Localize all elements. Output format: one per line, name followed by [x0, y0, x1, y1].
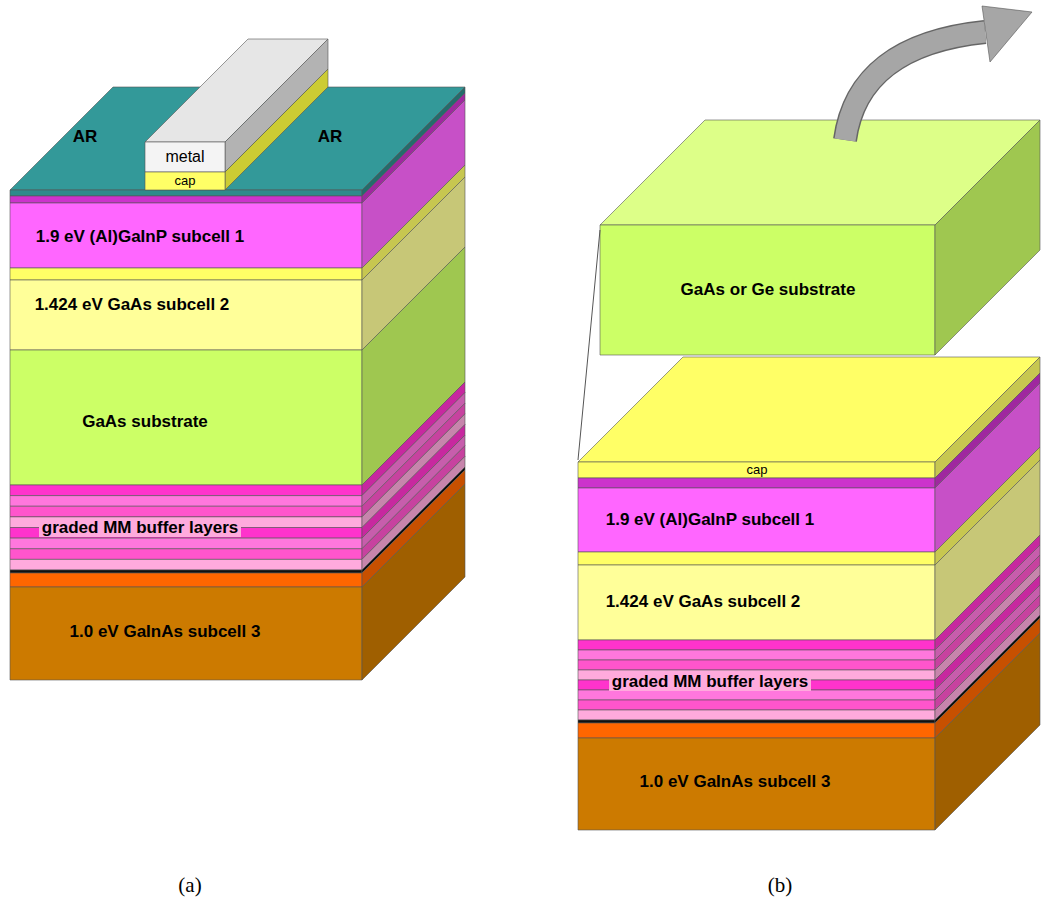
substrate-layer: GaAs substrate [10, 350, 362, 485]
layer-label: AR [73, 128, 98, 147]
layer-front [10, 587, 362, 680]
subcell-layer: 1.9 eV (Al)GaInP subcell 1 [10, 203, 362, 268]
layer-front [10, 485, 362, 496]
layer-front [578, 723, 935, 738]
arrow-head [982, 6, 1032, 62]
link-line [578, 230, 600, 460]
panel-label: (a) [178, 874, 201, 897]
layer-front [10, 190, 362, 196]
layer-label: graded MM buffer layers [39, 519, 242, 538]
layer-front [10, 559, 362, 570]
arrow-body [845, 32, 985, 140]
layer-front [578, 478, 935, 488]
layer-label: 1.424 eV GaAs subcell 2 [35, 296, 230, 315]
layer-label: GaAs substrate [82, 413, 208, 432]
metal-contact: metal [145, 142, 225, 172]
layer-front [10, 268, 362, 280]
substrate-block: GaAs or Ge substrate [600, 225, 935, 355]
layer-label: cap [747, 463, 768, 477]
layer-front [578, 640, 935, 650]
layer-label: AR [318, 128, 343, 147]
cap-side [225, 69, 328, 190]
layer-label: GaAs or Ge substrate [681, 281, 856, 300]
layer-label: metal [165, 148, 204, 166]
layer-front [10, 570, 362, 573]
layer-front [578, 690, 935, 700]
layer-front [10, 196, 362, 203]
cap-front [145, 172, 225, 190]
layer-front [10, 280, 362, 350]
layer-front [10, 506, 362, 517]
layer-front [10, 573, 362, 587]
layer-label: cap [175, 174, 196, 188]
buffer-layers: graded MM buffer layers [578, 640, 935, 720]
layer-front [578, 738, 935, 830]
layer-front [10, 496, 362, 507]
layer-front [578, 710, 935, 720]
layer-front [578, 552, 935, 565]
layer-label: 1.9 eV (Al)GaInP subcell 1 [36, 228, 245, 247]
layer-label: 1.0 eV GaInAs subcell 3 [640, 773, 831, 792]
layer-label: 1.0 eV GaInAs subcell 3 [70, 623, 261, 642]
layer-front [578, 565, 935, 640]
layer-front [10, 549, 362, 560]
layer-label: graded MM buffer layers [609, 673, 812, 692]
metal-front [145, 142, 225, 172]
layer-side [935, 120, 1040, 355]
layer-front [578, 720, 935, 723]
layer-front [600, 225, 935, 355]
layer-label: 1.9 eV (Al)GaInP subcell 1 [606, 511, 815, 530]
layer-front [10, 538, 362, 549]
ar-coating: AR AR [10, 87, 465, 190]
metal-side [225, 39, 328, 172]
subcell-layer: 1.424 eV GaAs subcell 2 [578, 565, 935, 640]
layer-front [578, 650, 935, 660]
layer-label: 1.424 eV GaAs subcell 2 [606, 593, 801, 612]
layer-front [578, 660, 935, 670]
layer-front [578, 488, 935, 552]
cap-layer: cap [578, 462, 935, 478]
layer-front [578, 462, 935, 478]
layer-side [935, 633, 1040, 830]
arrow-outline [845, 32, 985, 140]
layer-front [10, 350, 362, 485]
subcell-layer: 1.424 eV GaAs subcell 2 [10, 280, 362, 350]
layer-side [362, 484, 465, 680]
buffer-layers: graded MM buffer layers [10, 485, 362, 570]
panel-label: (b) [768, 874, 793, 897]
layer-front [10, 203, 362, 268]
layer-front [578, 700, 935, 710]
cap-layer: cap [145, 172, 225, 190]
subcell-layer: 1.0 eV GaInAs subcell 3 [578, 738, 935, 830]
subcell-layer: 1.9 eV (Al)GaInP subcell 1 [578, 488, 935, 552]
subcell-layer: 1.0 eV GaInAs subcell 3 [10, 587, 362, 680]
